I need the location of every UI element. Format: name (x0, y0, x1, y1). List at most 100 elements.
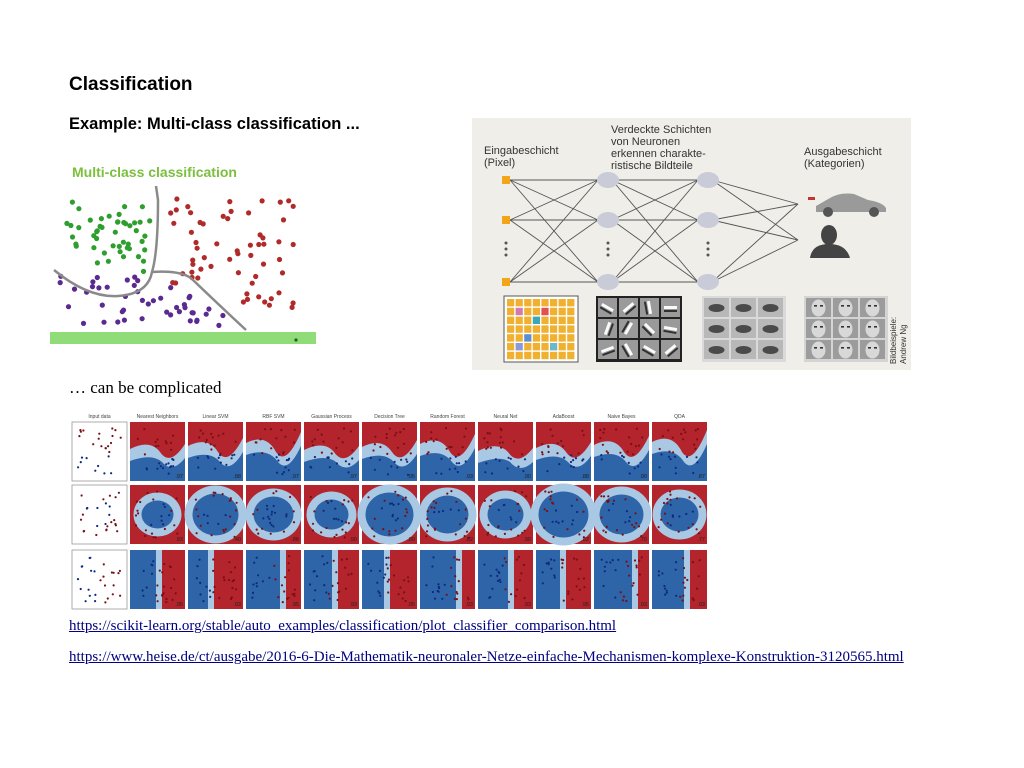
scatter-point (99, 302, 105, 308)
scatter-point (105, 258, 111, 264)
data-point (283, 590, 286, 593)
data-point (674, 472, 678, 475)
scatter-point (150, 298, 156, 304)
mosaic-pixel (524, 307, 532, 316)
scatter-point (256, 241, 262, 248)
classifier-plot-cell: .40 (184, 485, 247, 544)
scatter-point (276, 290, 282, 296)
data-point (433, 527, 436, 530)
classifier-plot-cell: .90 (478, 422, 533, 481)
scatter-point (203, 311, 209, 317)
network-connection (509, 179, 599, 283)
decision-region (536, 456, 591, 481)
scatter-point (131, 282, 137, 288)
data-point (173, 524, 176, 527)
decision-region (314, 499, 349, 530)
data-point (165, 463, 168, 466)
face-part-shape (708, 325, 725, 333)
scikit-learn-link[interactable]: https://scikit-learn.org/stable/auto_exa… (69, 618, 617, 634)
data-point (498, 578, 501, 581)
data-point (406, 511, 409, 514)
data-point (635, 566, 638, 569)
data-point (335, 533, 338, 536)
data-point (672, 451, 675, 454)
data-point (684, 431, 687, 434)
data-point (464, 460, 467, 463)
data-point (490, 499, 493, 502)
data-point (436, 589, 439, 593)
heise-link[interactable]: https://www.heise.de/ct/ausgabe/2016-6-D… (69, 649, 904, 665)
data-point (662, 501, 666, 505)
classifier-plot-cell (71, 549, 128, 610)
data-point (489, 574, 492, 577)
data-point (488, 505, 491, 508)
decision-region (652, 444, 707, 481)
data-point (606, 451, 610, 454)
mosaic-pixel (524, 325, 532, 333)
data-point (387, 556, 390, 559)
data-point (143, 453, 146, 456)
data-point (387, 578, 391, 581)
data-point (522, 563, 525, 567)
data-point (152, 560, 155, 563)
data-point (387, 591, 390, 594)
multiclass-figure-title: Multi-class classification (72, 164, 237, 180)
edge-stroke (646, 300, 653, 315)
data-point (197, 466, 200, 469)
data-point (394, 519, 397, 522)
classifier-column-header: Decision Tree (374, 414, 405, 420)
data-point (698, 532, 701, 535)
face-eye (841, 347, 844, 349)
data-point (233, 453, 236, 456)
data-point (380, 507, 383, 510)
data-point (685, 512, 688, 516)
data-point (252, 583, 255, 586)
data-point (161, 571, 164, 574)
mosaic-pixel (567, 325, 575, 333)
data-point (98, 432, 101, 435)
data-point (102, 563, 105, 566)
scatter-point (277, 199, 283, 205)
mosaic-pixel (567, 334, 575, 342)
data-point (382, 528, 385, 531)
data-point (635, 427, 638, 430)
scatter-point (117, 249, 123, 255)
data-point (635, 564, 638, 567)
mosaic-pixel (515, 334, 523, 342)
data-point (698, 559, 701, 562)
input-data-panel (71, 549, 128, 610)
data-point (661, 435, 665, 438)
scatter-point (195, 275, 201, 281)
data-point (561, 520, 564, 523)
face-shape (865, 299, 880, 317)
scatter-point (176, 309, 182, 315)
data-point (251, 591, 255, 594)
data-point (350, 572, 353, 576)
edge-stroke (667, 347, 679, 358)
data-point (235, 501, 238, 504)
data-point (395, 431, 398, 434)
data-point (253, 561, 256, 564)
data-point (450, 490, 453, 493)
scatter-point (121, 317, 127, 323)
data-point (664, 587, 667, 590)
data-point (514, 594, 517, 598)
data-point (292, 441, 296, 444)
data-point (488, 432, 491, 435)
neural-network-figure: Eingabeschicht (Pixel) Verdeckte Schicht… (472, 118, 911, 370)
data-point (488, 596, 491, 599)
scatter-point (193, 239, 199, 246)
data-point (486, 432, 489, 435)
accuracy-score: .95 (407, 602, 415, 608)
data-point (255, 585, 258, 588)
data-point (547, 445, 550, 449)
mosaic-pixel (558, 299, 566, 307)
data-point (269, 428, 272, 431)
data-point (695, 528, 698, 531)
data-point (634, 512, 637, 515)
mosaic-pixel (524, 299, 532, 307)
data-point (558, 463, 561, 466)
data-point (229, 498, 232, 501)
data-point (139, 500, 142, 504)
